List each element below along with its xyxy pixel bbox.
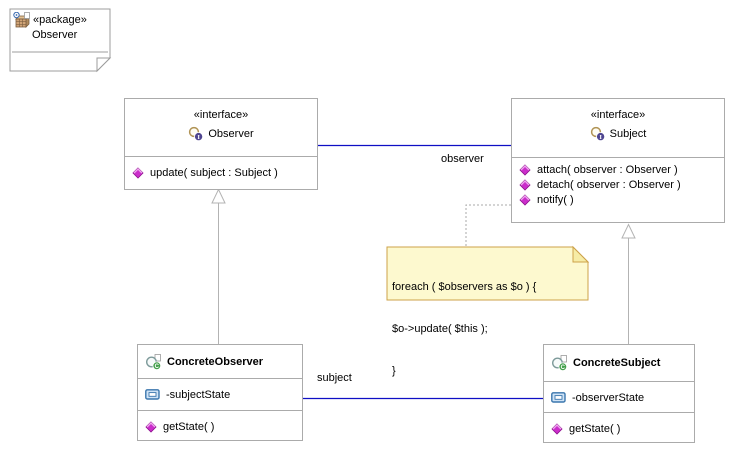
svg-text:C: C xyxy=(561,365,566,371)
class-concrete-observer[interactable]: C ConcreteObserver -subjectState getStat… xyxy=(137,344,303,441)
generalization-concretesubject-subject[interactable] xyxy=(621,223,636,345)
operation-label: notify( ) xyxy=(537,193,574,206)
operation-icon xyxy=(145,420,157,433)
operation-icon xyxy=(519,163,531,176)
class-name: ConcreteObserver xyxy=(167,355,263,368)
note-fold-corner xyxy=(572,245,590,263)
name-compartment: «interface» I Subject xyxy=(512,99,724,157)
attribute-label: -subjectState xyxy=(166,388,231,401)
operation-row[interactable]: getState( ) xyxy=(551,421,694,436)
attribute-icon xyxy=(145,389,160,400)
operations-compartment: attach( observer : Observer ) detach( ob… xyxy=(512,157,724,223)
association-label-subject[interactable]: subject xyxy=(317,372,352,384)
svg-text:I: I xyxy=(599,134,602,141)
operations-compartment: getState( ) xyxy=(138,410,302,440)
stereotype-label: «interface» xyxy=(193,109,249,121)
interface-name: Subject xyxy=(609,127,647,140)
attribute-row[interactable]: -subjectState xyxy=(145,387,302,402)
interface-icon: I xyxy=(189,126,204,141)
operation-label: attach( observer : Observer ) xyxy=(537,163,678,176)
class-concrete-subject[interactable]: C ConcreteSubject -observerState getStat… xyxy=(543,344,695,443)
code-note-shape[interactable] xyxy=(386,245,590,301)
operation-icon xyxy=(551,422,563,435)
name-compartment: C ConcreteObserver xyxy=(138,345,302,378)
stereotype-label: «interface» xyxy=(590,109,646,121)
class-name: ConcreteSubject xyxy=(573,357,661,369)
package-name: Observer xyxy=(32,29,78,41)
note-anchor-line xyxy=(465,204,511,247)
interface-icon: I xyxy=(590,126,605,141)
operation-icon xyxy=(132,166,144,179)
attributes-compartment: -subjectState xyxy=(138,378,302,410)
name-compartment: C ConcreteSubject xyxy=(544,345,694,381)
operation-row[interactable]: notify( ) xyxy=(519,192,724,207)
operation-row[interactable]: update( subject : Subject ) xyxy=(132,165,317,180)
code-note-line: $o->update( $this ); xyxy=(392,323,488,335)
class-icon: C xyxy=(145,353,162,370)
attribute-icon xyxy=(551,392,566,403)
class-icon: C xyxy=(551,355,568,371)
code-note[interactable]: foreach ( $observers as $o ) { $o->updat… xyxy=(392,252,536,406)
code-note-line: foreach ( $observers as $o ) { xyxy=(392,281,537,293)
generalization-arrowhead xyxy=(621,223,636,239)
operation-row[interactable]: attach( observer : Observer ) xyxy=(519,162,724,177)
operation-label: detach( observer : Observer ) xyxy=(537,178,681,191)
package-note-shape[interactable] xyxy=(9,8,112,73)
operation-label: getState( ) xyxy=(163,420,215,433)
operation-row[interactable]: getState( ) xyxy=(145,419,302,434)
note-fold-corner xyxy=(96,57,112,73)
generalization-arrowhead xyxy=(211,188,226,204)
operation-label: update( subject : Subject ) xyxy=(150,166,278,179)
code-note-line: } xyxy=(392,365,396,377)
svg-text:I: I xyxy=(198,134,201,141)
attributes-compartment: -observerState xyxy=(544,381,694,412)
note-body xyxy=(386,246,589,301)
operation-icon xyxy=(519,193,531,206)
package-note[interactable]: «package» Observer xyxy=(10,12,110,41)
attribute-label: -observerState xyxy=(572,391,645,404)
generalization-concreteobserver-observer[interactable] xyxy=(211,188,226,346)
svg-text:C: C xyxy=(155,364,160,370)
operation-row[interactable]: detach( observer : Observer ) xyxy=(519,177,724,192)
attribute-row[interactable]: -observerState xyxy=(551,390,694,405)
name-compartment: «interface» I Observer xyxy=(125,99,317,156)
class-subject-interface[interactable]: «interface» I Subject attach( observer :… xyxy=(511,98,725,223)
operations-compartment: getState( ) xyxy=(544,412,694,442)
operations-compartment: update( subject : Subject ) xyxy=(125,156,317,190)
operation-label: getState( ) xyxy=(569,422,621,435)
package-icon xyxy=(13,12,30,28)
operation-icon xyxy=(519,178,531,191)
association-label-observer[interactable]: observer xyxy=(441,153,484,165)
interface-name: Observer xyxy=(208,127,254,140)
package-stereotype: «package» xyxy=(33,14,87,26)
class-observer-interface[interactable]: «interface» I Observer update( subject :… xyxy=(124,98,318,190)
